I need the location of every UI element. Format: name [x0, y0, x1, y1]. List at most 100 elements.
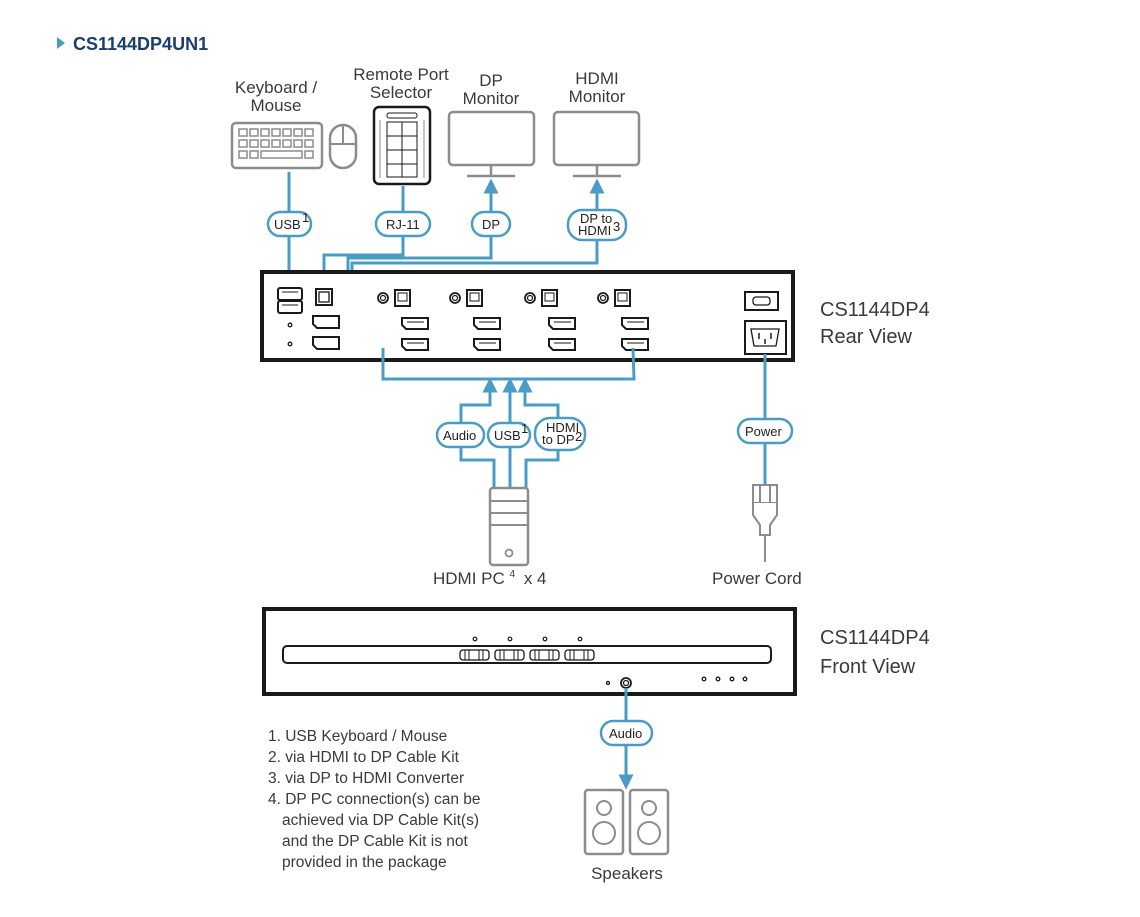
- power-socket-icon: [744, 320, 787, 355]
- footnote-line: achieved via DP Cable Kit(s): [282, 812, 479, 829]
- dp-port-icon: [621, 317, 649, 330]
- pc-tower-icon: [488, 486, 530, 567]
- pc-port-group: [377, 289, 429, 351]
- usb-b-port-icon: [614, 289, 631, 307]
- front-view-label-1: CS1144DP4: [820, 627, 930, 649]
- hdmi-monitor-icon: [552, 110, 641, 178]
- audio-port-icon: [597, 292, 609, 304]
- header: CS1144DP4UN1: [57, 34, 208, 54]
- audio-port-icon: [377, 292, 389, 304]
- audio-port-inner: [379, 294, 387, 302]
- port-led: [542, 636, 548, 642]
- hdmi-to-dp-pill-ref: 2: [575, 429, 582, 444]
- dp-monitor-label-2: Monitor: [463, 89, 520, 108]
- usb-pill-top-text: USB: [274, 217, 301, 232]
- dp-port-icon: [473, 317, 501, 330]
- status-led: [729, 676, 735, 682]
- dp-monitor-icon: [447, 110, 536, 178]
- port-led: [507, 636, 513, 642]
- front-led: [605, 680, 611, 686]
- usb-b-port-inner: [397, 292, 408, 302]
- pc-label-text: HDMI PC: [433, 569, 505, 588]
- hdmi-monitor-label-2: Monitor: [569, 87, 626, 106]
- pc-cables: [381, 347, 636, 488]
- dp-to-hdmi-pill-text-1: DP to: [580, 211, 612, 226]
- footnote-line: provided in the package: [282, 854, 447, 871]
- power-pill-text: Power: [745, 424, 783, 439]
- hdmi-to-dp-pill-text-1: HDMI: [546, 420, 579, 435]
- port-led: [577, 636, 583, 642]
- mouse-icon: [328, 123, 358, 170]
- audio-pill-pc: Audio: [435, 421, 486, 449]
- dp-port-icon: [401, 338, 429, 351]
- pc-port-group: [597, 289, 649, 351]
- port-select-button[interactable]: [564, 649, 595, 661]
- footnote-line: 4. DP PC connection(s) can be: [268, 791, 481, 808]
- dp-to-hdmi-pill-text-2: HDMI: [578, 223, 611, 238]
- rj11-port-icon: [315, 288, 333, 306]
- footnote-line: 1. USB Keyboard / Mouse: [268, 728, 447, 745]
- remote-port-selector-icon: [372, 105, 432, 186]
- power-plug-icon: [752, 484, 778, 562]
- front-panel: [262, 607, 797, 696]
- footnote-line: and the DP Cable Kit is not: [282, 833, 469, 850]
- audio-port-icon: [524, 292, 536, 304]
- audio-pill-front-text: Audio: [609, 726, 642, 741]
- hdmi-monitor-label-1: HDMI: [575, 69, 618, 88]
- power-cord-label: Power Cord: [712, 569, 802, 588]
- audio-port-inner: [599, 294, 607, 302]
- dp-pill: DP: [470, 210, 512, 238]
- port-select-button[interactable]: [529, 649, 560, 661]
- audio-port-inner: [451, 294, 459, 302]
- dp-port-icon: [473, 338, 501, 351]
- usb-b-port-icon: [394, 289, 411, 307]
- dp-to-hdmi-pill: DP to HDMI 3: [566, 208, 628, 242]
- rear-panel: [260, 270, 795, 362]
- console-dp-ports: [312, 315, 340, 350]
- dp-port-icon: [548, 338, 576, 351]
- port-led: [472, 636, 478, 642]
- status-led: [701, 676, 707, 682]
- usb-pill-pc-text: USB: [494, 428, 521, 443]
- speakers-icon: [583, 788, 670, 856]
- usb-b-port-inner: [469, 292, 480, 302]
- usb-pill-top-ref: 1: [302, 210, 309, 225]
- pc-port-group: [449, 289, 501, 351]
- usb-b-port-icon: [466, 289, 483, 307]
- dp-port-icon: [548, 317, 576, 330]
- keyboard-icon: [230, 121, 324, 170]
- footnote-line: 3. via DP to HDMI Converter: [268, 770, 464, 787]
- power-pill: Power: [736, 417, 794, 445]
- audio-port-icon: [449, 292, 461, 304]
- pc-port-group: [524, 289, 576, 351]
- rear-view-label-2: Rear View: [820, 326, 912, 348]
- rj11-pill-text: RJ-11: [386, 217, 420, 232]
- pc-port-groups: [377, 289, 649, 351]
- remote-port-selector-label-2: Selector: [370, 83, 433, 102]
- dp-to-hdmi-pill-ref: 3: [613, 219, 620, 234]
- port-buttons: [459, 636, 595, 661]
- caret-right-icon: [57, 37, 65, 49]
- rj11-pill: RJ-11: [374, 210, 432, 238]
- power-switch-icon: [744, 291, 779, 311]
- audio-pill-front: Audio: [599, 719, 654, 747]
- front-view-label-2: Front View: [820, 656, 916, 678]
- dp-monitor-label-1: DP: [479, 71, 503, 90]
- keyboard-mouse-label-1: Keyboard /: [235, 78, 317, 97]
- usb-b-port-icon: [541, 289, 558, 307]
- remote-port-selector-label-1: Remote Port: [353, 65, 449, 84]
- dp-port-icon: [621, 338, 649, 351]
- dp-pill-text: DP: [482, 217, 500, 232]
- audio-pill-pc-text: Audio: [443, 428, 476, 443]
- dp-port-icon: [401, 317, 429, 330]
- port-select-button[interactable]: [494, 649, 525, 661]
- usb-port-icon: [277, 287, 303, 347]
- usb-pill-top: USB 1: [266, 210, 313, 238]
- hdmi-to-dp-pill: HDMI to DP 2: [533, 416, 587, 452]
- rear-view-label-1: CS1144DP4: [820, 299, 930, 321]
- speakers-label: Speakers: [591, 864, 663, 883]
- port-select-button[interactable]: [459, 649, 490, 661]
- pc-label-ref: 4: [510, 569, 516, 580]
